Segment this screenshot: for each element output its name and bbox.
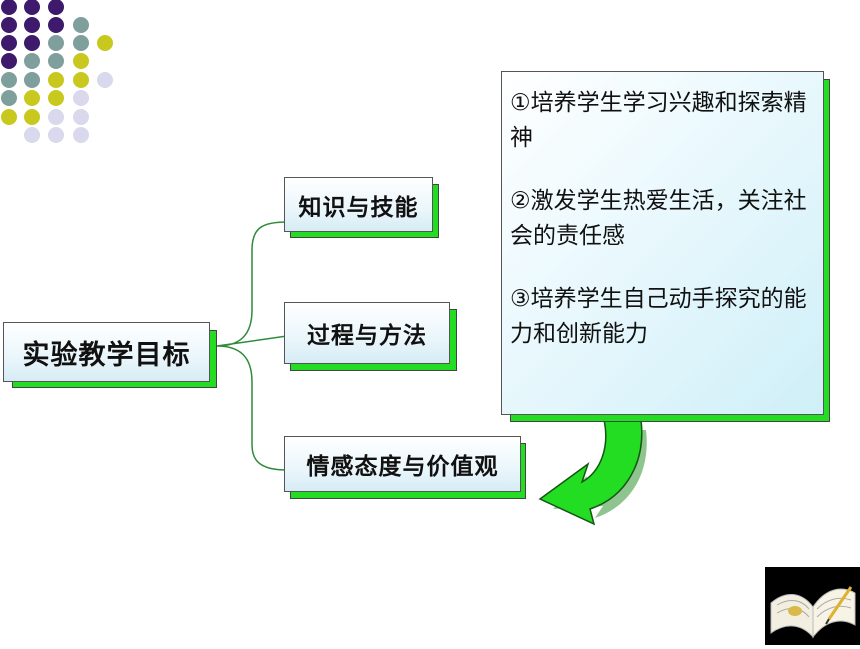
open-book-drawing bbox=[770, 586, 856, 639]
curved-arrow bbox=[538, 419, 643, 526]
dot-row-2 bbox=[1, 17, 89, 33]
root-node-label: 实验教学目标 bbox=[3, 322, 210, 382]
goals-panel: ①培养学生学习兴趣和探索精神 ②激发学生热爱生活，关注社会的责任感 ③培养学生自… bbox=[501, 71, 824, 415]
goal-item: ①培养学生学习兴趣和探索精神 bbox=[510, 90, 807, 151]
goal-item: ③培养学生自己动手探究的能力和创新能力 bbox=[510, 286, 807, 347]
dot-row-4 bbox=[1, 53, 89, 69]
dot-row-1 bbox=[1, 0, 64, 15]
branch-node-emotion-values: 情感态度与价值观 bbox=[284, 436, 527, 500]
curved-arrow-shadow bbox=[553, 430, 647, 518]
branch-node-label: 情感态度与价值观 bbox=[284, 436, 521, 492]
open-book-icon bbox=[765, 567, 860, 645]
dot-row-5 bbox=[1, 72, 113, 88]
dot-row-6 bbox=[1, 90, 89, 106]
branch-node-process-methods: 过程与方法 bbox=[284, 302, 459, 372]
branch-node-label: 知识与技能 bbox=[284, 177, 433, 232]
dot-row-3 bbox=[1, 35, 113, 51]
dot-row-7 bbox=[1, 109, 89, 125]
branch-node-knowledge-skills: 知识与技能 bbox=[284, 177, 440, 239]
dot-row-8 bbox=[24, 127, 89, 143]
decorative-dot-grid bbox=[1, 0, 113, 143]
root-node: 实验教学目标 bbox=[3, 322, 219, 390]
branch-node-label: 过程与方法 bbox=[284, 302, 450, 364]
goal-item: ②激发学生热爱生活，关注社会的责任感 bbox=[510, 188, 807, 249]
bracket-connector bbox=[216, 221, 288, 471]
